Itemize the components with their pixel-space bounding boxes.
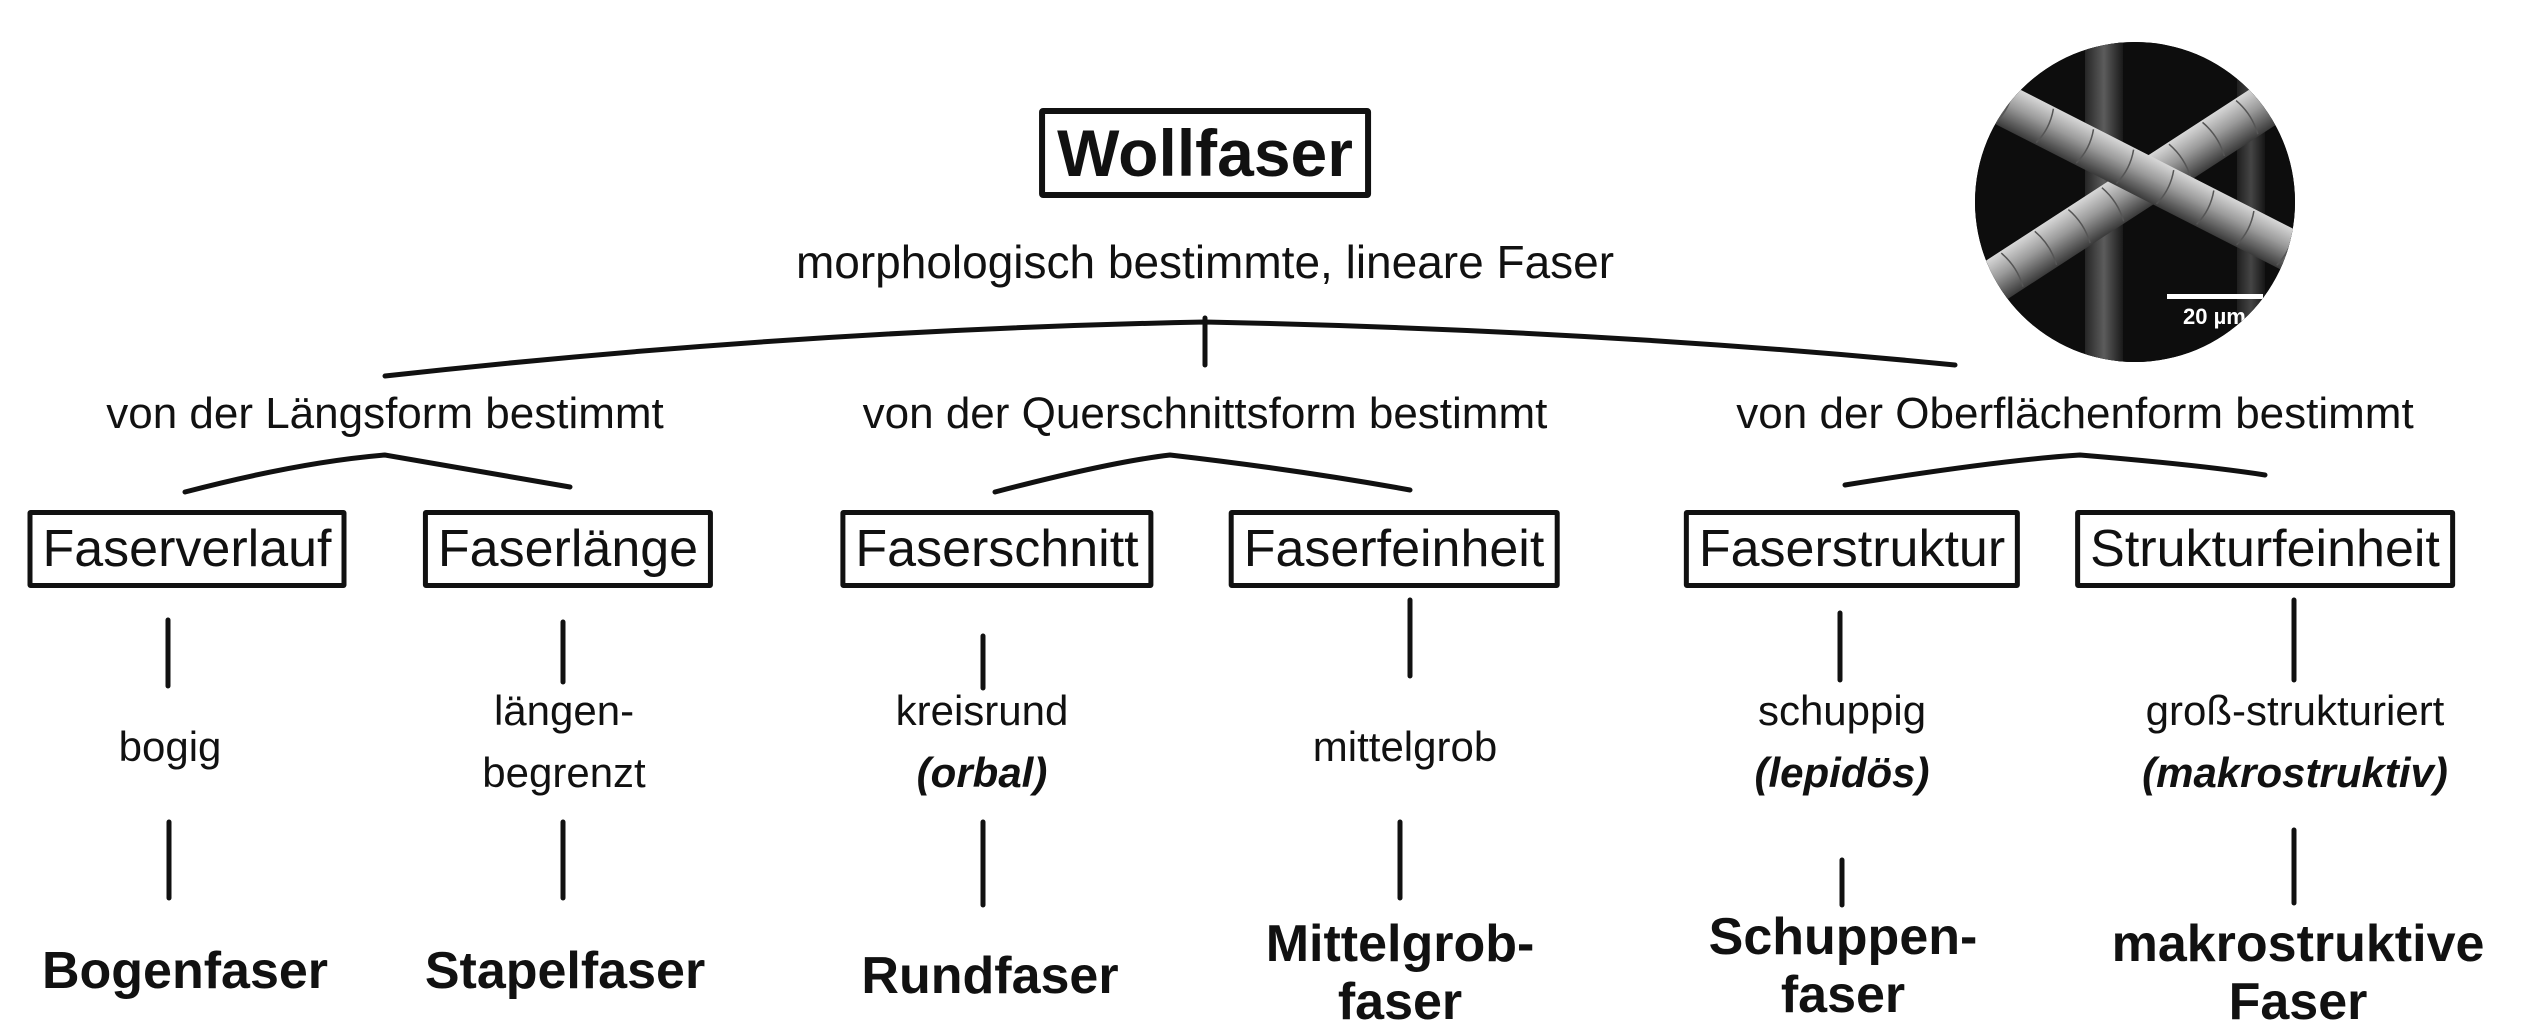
branch-label-oberflaechenform: von der Oberflächenform bestimmt xyxy=(1736,389,2414,438)
scale-bar xyxy=(2167,294,2263,299)
box-faserfeinheit: Faserfeinheit xyxy=(1228,510,1560,588)
desc-faserfeinheit: mittelgrob xyxy=(1313,716,1497,778)
result-line: Bogenfaser xyxy=(41,942,329,1000)
box-strukturfeinheit: Strukturfeinheit xyxy=(2075,510,2455,588)
branch-label-querschnittsform: von der Querschnittsform bestimmt xyxy=(862,389,1548,438)
box-faserlaenge: Faserlänge xyxy=(422,510,714,588)
box-faserverlauf: Faserverlauf xyxy=(27,510,347,588)
desc-faserschnitt: kreisrund (orbal) xyxy=(896,680,1069,804)
title-box: Wollfaser xyxy=(1039,108,1371,198)
desc-faserstruktur: schuppig (lepidös) xyxy=(1755,680,1930,804)
result-schuppenfaser: Schuppen- faser xyxy=(1709,908,1978,1024)
desc-faserlaenge: längen- begrenzt xyxy=(482,680,645,804)
result-line: Faser xyxy=(2228,973,2368,1031)
result-stapelfaser: Stapelfaser xyxy=(425,942,705,1000)
result-line: Schuppen- xyxy=(1708,908,1978,966)
desc-line: kreisrund xyxy=(895,687,1069,734)
desc-line: groß-strukturiert xyxy=(2145,687,2445,734)
micrograph-image xyxy=(1975,42,2295,362)
latin-term: (makrostruktiv) xyxy=(2142,749,2448,796)
desc-line: begrenzt xyxy=(482,749,646,796)
desc-line: schuppig xyxy=(1757,687,1927,734)
title: Wollfaser xyxy=(1057,116,1353,190)
result-line: faser xyxy=(1337,973,1463,1031)
result-mittelgrobfaser: Mittelgrob- faser xyxy=(1266,915,1535,1031)
result-line: Stapelfaser xyxy=(424,942,706,1000)
branch-3-lines xyxy=(1842,452,2268,488)
result-line: Rundfaser xyxy=(861,947,1119,1005)
branch-1-lines xyxy=(182,452,573,495)
latin-term: (lepidös) xyxy=(1754,749,1930,796)
result-bogenfaser: Bogenfaser xyxy=(42,942,328,1000)
box-faserstruktur: Faserstruktur xyxy=(1683,510,2021,588)
result-line: makrostruktive xyxy=(2111,915,2485,973)
branch-2-lines xyxy=(992,452,1413,495)
subtitle: morphologisch bestimmte, lineare Faser xyxy=(795,236,1615,288)
desc-line: bogig xyxy=(118,723,222,770)
desc-line: mittelgrob xyxy=(1312,723,1498,770)
desc-strukturfeinheit: groß-strukturiert (makrostruktiv) xyxy=(2142,680,2448,804)
result-line: faser xyxy=(1780,966,1906,1024)
desc-line: längen- xyxy=(493,687,635,734)
scale-label: 20 µm xyxy=(2183,304,2246,329)
wool-fiber-micrograph: 20 µm xyxy=(1975,42,2295,362)
box-faserschnitt: Faserschnitt xyxy=(840,510,1154,588)
result-line: Mittelgrob- xyxy=(1265,915,1535,973)
result-rundfaser: Rundfaser xyxy=(861,947,1118,1005)
latin-term: (orbal) xyxy=(916,749,1048,796)
top-branch-line xyxy=(382,319,1958,379)
desc-faserverlauf: bogig xyxy=(119,716,222,778)
result-makrostruktive-faser: makrostruktive Faser xyxy=(2112,915,2485,1031)
branch-label-laengsform: von der Längsform bestimmt xyxy=(106,389,664,438)
